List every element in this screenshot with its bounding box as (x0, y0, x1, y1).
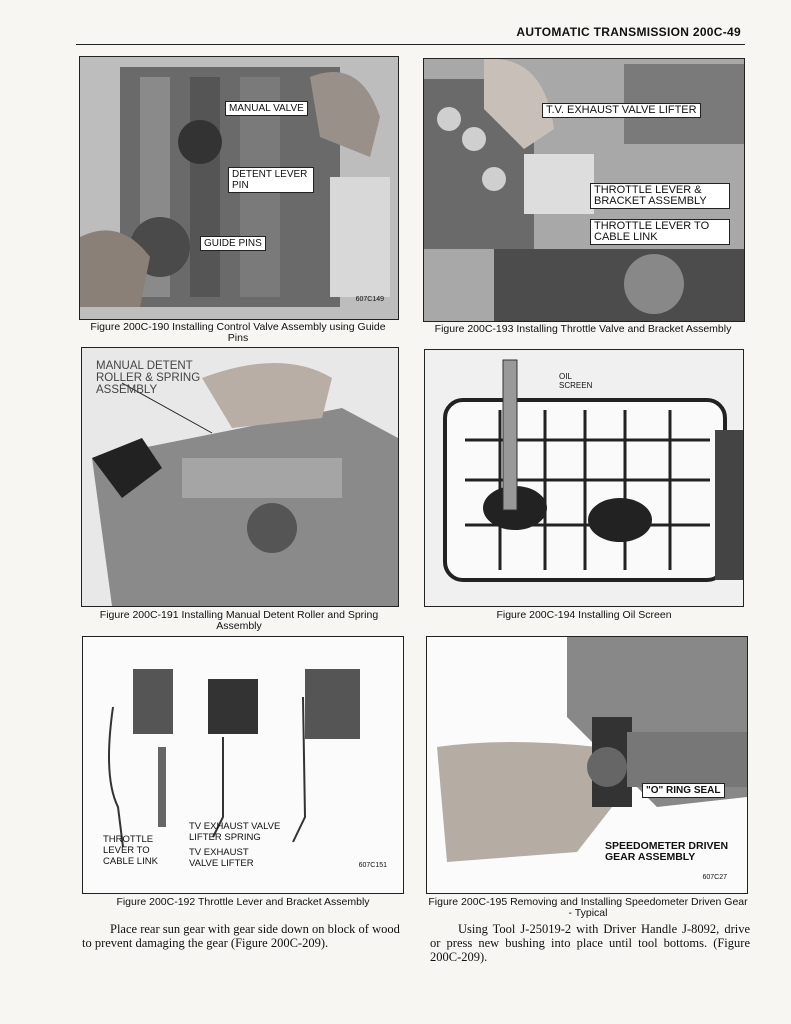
figure-code: 607C151 (358, 862, 387, 869)
label-throttle-lever-cable-link: THROTTLE LEVER TO CABLE LINK (590, 219, 730, 245)
figure-200c-190-caption: Figure 200C-190 Installing Control Valve… (90, 321, 386, 344)
figure-200c-193-photo: T.V. EXHAUST VALVE LIFTER THROTTLE LEVER… (423, 58, 745, 322)
label-manual-detent-roller: MANUAL DETENT ROLLER & SPRING ASSEMBLY (96, 360, 201, 396)
detent-roller-photo (82, 348, 398, 606)
body-paragraph-right: Using Tool J-25019-2 with Driver Handle … (430, 922, 750, 964)
label-tv-exhaust-valve-lifter: TV EXHAUST VALVE LIFTER (189, 847, 254, 869)
label-throttle-lever-bracket: THROTTLE LEVER & BRACKET ASSEMBLY (590, 183, 730, 209)
label-guide-pins: GUIDE PINS (200, 236, 266, 251)
label-manual-valve: MANUAL VALVE (225, 101, 308, 116)
page-header: AUTOMATIC TRANSMISSION 200C-49 (76, 22, 745, 45)
oil-screen-photo (425, 350, 743, 606)
label-throttle-lever-cable-link: THROTTLE LEVER TO CABLE LINK (103, 834, 158, 867)
throttle-valve-photo (424, 59, 744, 321)
page-header-title: AUTOMATIC TRANSMISSION 200C-49 (516, 25, 741, 39)
speedometer-gear-photo (437, 637, 747, 862)
figure-code: 607C27 (702, 874, 727, 881)
figure-200c-191-photo: MANUAL DETENT ROLLER & SPRING ASSEMBLY (81, 347, 399, 607)
figure-200c-191-caption: Figure 200C-191 Installing Manual Detent… (99, 609, 379, 632)
label-speedometer-driven-gear: SPEEDOMETER DRIVEN GEAR ASSEMBLY (605, 840, 729, 863)
figure-200c-195-photo: "O" RING SEAL SPEEDOMETER DRIVEN GEAR AS… (426, 636, 748, 894)
figure-200c-192-caption: Figure 200C-192 Throttle Lever and Brack… (116, 896, 370, 908)
label-o-ring-seal: "O" RING SEAL (642, 783, 725, 798)
figure-200c-194-caption: Figure 200C-194 Installing Oil Screen (496, 609, 672, 621)
throttle-lever-parts-drawing (108, 669, 360, 848)
label-oil-screen: OIL SCREEN (559, 372, 593, 390)
figure-200c-193-caption: Figure 200C-193 Installing Throttle Valv… (434, 323, 732, 335)
label-tv-exhaust-valve-lifter-spring: TV EXHAUST VALVE LIFTER SPRING (189, 821, 281, 843)
body-paragraph-left: Place rear sun gear with gear side down … (82, 922, 400, 950)
figure-200c-190-photo: MANUAL VALVE DETENT LEVER PIN GUIDE PINS… (79, 56, 399, 320)
label-tv-exhaust-valve-lifter: T.V. EXHAUST VALVE LIFTER (542, 103, 701, 118)
figure-code: 607C149 (355, 296, 384, 303)
figure-200c-194-photo: OIL SCREEN (424, 349, 744, 607)
label-detent-lever-pin: DETENT LEVER PIN (228, 167, 314, 193)
figure-200c-195-caption: Figure 200C-195 Removing and Installing … (428, 896, 748, 919)
figure-200c-192-illustration: TV EXHAUST VALVE LIFTER SPRING THROTTLE … (82, 636, 404, 894)
